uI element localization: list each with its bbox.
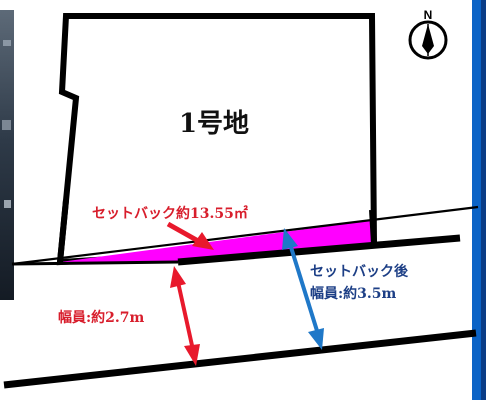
lot-name: 1号地 — [179, 109, 249, 139]
after-setback-label-2: 幅員:約3.5m — [310, 285, 397, 302]
after-setback-width-arrow — [282, 228, 324, 350]
current-width-arrow — [170, 266, 200, 366]
setback-pointer-arrow — [166, 221, 214, 250]
compass-north-letter: N — [424, 8, 433, 22]
setback-area — [60, 220, 374, 262]
after-setback-label-1: セットバック後 — [310, 263, 409, 280]
north-compass-icon: N — [408, 8, 448, 60]
setback-line — [177, 234, 461, 266]
left-photo-strip — [0, 10, 14, 300]
opposite-road-edge — [3, 329, 477, 389]
current-road-edge — [11, 205, 479, 266]
setback-area-label: セットバック約13.55㎡ — [92, 205, 248, 222]
right-border-strip — [472, 0, 486, 400]
current-road-width-label: 幅員:約2.7m — [58, 309, 145, 326]
